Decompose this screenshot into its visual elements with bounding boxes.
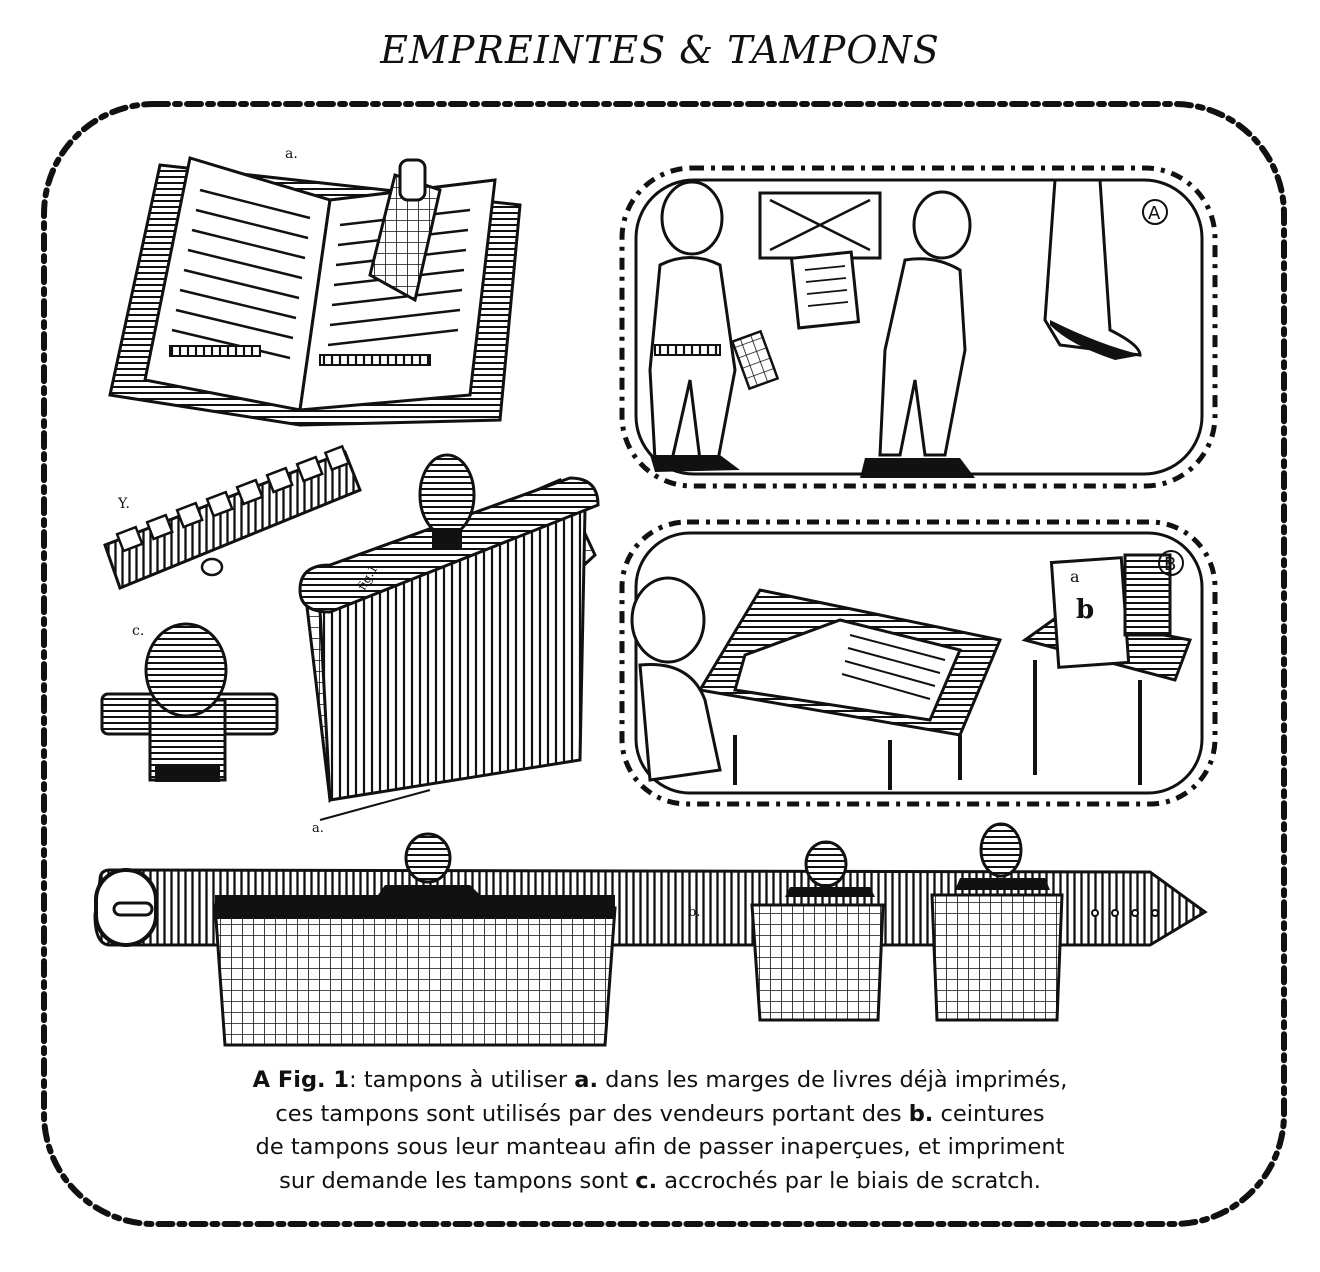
caption-line-2: ces tampons sont utilisés par des vendeu…	[150, 1098, 1170, 1132]
panel-b-letter-b: b	[1076, 595, 1094, 625]
panel-a-label: A	[1148, 203, 1161, 224]
caption-bold: b.	[908, 1100, 934, 1127]
panel-a-scene	[619, 165, 1218, 489]
caption-text: ces tampons sont utilisés par des vendeu…	[275, 1100, 909, 1127]
open-book-illustration	[108, 156, 522, 427]
caption-line-4: sur demande les tampons sont c. accroché…	[150, 1165, 1170, 1199]
stamp-belt-illustration	[93, 822, 1208, 1047]
caption-text: accrochés par le biais de scratch.	[657, 1167, 1041, 1194]
figure-caption: A Fig. 1: tampons à utiliser a. dans les…	[150, 1064, 1170, 1198]
caption-line-3: de tampons sous leur manteau afin de pas…	[150, 1131, 1170, 1165]
panel-b-label: B	[1164, 554, 1176, 575]
label-fig-c: c.	[132, 623, 144, 639]
caption-line-1: A Fig. 1: tampons à utiliser a. dans les…	[150, 1064, 1170, 1098]
panel-b-letter-a: a	[1070, 567, 1080, 586]
caption-bold: c.	[635, 1167, 658, 1194]
label-fig-a2: a.	[312, 821, 324, 836]
caption-text: dans les marges de livres déjà imprimés,	[598, 1067, 1068, 1093]
label-fig-a: a.	[285, 146, 298, 162]
ruler-stamp-illustration	[103, 444, 362, 590]
caption-text: sur demande les tampons sont	[279, 1167, 636, 1194]
label-fig-y: Y.	[117, 496, 130, 512]
caption-bold: a.	[574, 1067, 599, 1093]
large-grid-stamp-illustration	[298, 453, 600, 821]
caption-bold: A Fig. 1	[252, 1067, 350, 1093]
caption-text: ceintures	[933, 1100, 1045, 1127]
label-fig-b-belt: b.	[688, 905, 700, 920]
page-title: EMPREINTES & TAMPONS	[380, 28, 940, 72]
caption-text: : tampons à utiliser	[349, 1067, 575, 1093]
panel-b-scene	[619, 519, 1218, 807]
handle-stamp-illustration	[100, 622, 279, 782]
outer-frame	[41, 101, 1287, 1227]
caption-text: de tampons sous leur manteau afin de pas…	[255, 1134, 1065, 1160]
